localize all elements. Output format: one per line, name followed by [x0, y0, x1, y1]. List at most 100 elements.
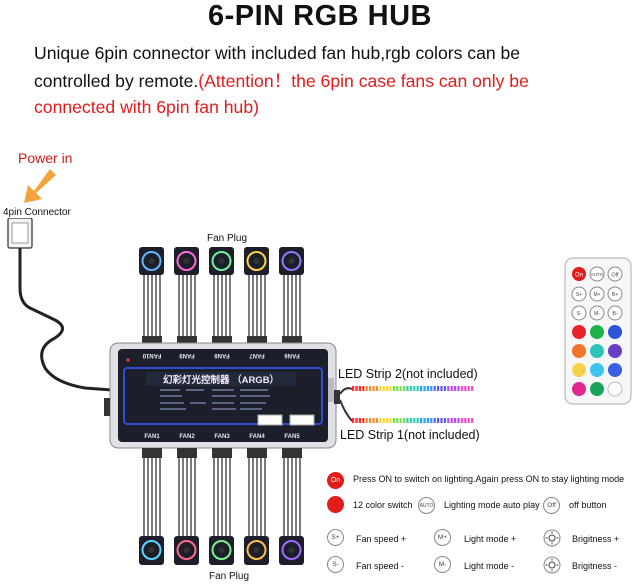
led-dot [447, 418, 450, 423]
remote-on-key: On [572, 267, 586, 281]
led-dot [389, 418, 392, 423]
hub-port-label: FAN5 [284, 434, 300, 440]
fan-icon [139, 536, 164, 565]
fan-icon [244, 247, 269, 275]
led-dot [386, 386, 389, 391]
led-dot [457, 386, 460, 391]
fan-icon [209, 247, 234, 275]
led-dot [413, 418, 416, 423]
led-dot [375, 418, 378, 423]
led-dot [389, 386, 392, 391]
led-dot [379, 418, 382, 423]
description-line-2-text: controlled by remote. [34, 71, 199, 91]
led-dot [362, 386, 365, 391]
led-dot [358, 386, 361, 391]
led-dot [362, 418, 365, 423]
fan-icon [244, 536, 269, 565]
color-switch-description: 12 color switch [353, 500, 413, 510]
led-dot [443, 386, 446, 391]
led-dot [430, 418, 433, 423]
fan-icon [279, 536, 304, 565]
led-dot [352, 386, 355, 391]
fan-icon [279, 247, 304, 275]
led-dot [457, 418, 460, 423]
svg-text:Off: Off [611, 273, 619, 279]
led-dot [358, 418, 361, 423]
led-dot [365, 418, 368, 423]
fan-speed-plus-description: Fan speed + [356, 534, 407, 544]
light-mode-plus-description: Light mode + [464, 534, 517, 544]
led-dot [386, 418, 389, 423]
fan-icon [174, 247, 199, 275]
led-strip-2 [339, 386, 474, 395]
led-dot [382, 386, 385, 391]
led-dot [396, 418, 399, 423]
led-dot [433, 386, 436, 391]
s-plus-icon: S+ [327, 529, 344, 546]
led-strip-1-label: LED Strip 1(not included) [340, 428, 480, 442]
auto-icon: AUTO [418, 497, 435, 514]
svg-text:B+: B+ [612, 292, 618, 298]
on-description: Press ON to switch on lighting.Again pre… [353, 474, 625, 484]
led-dot [426, 418, 429, 423]
hub-port-label: FAN10 [142, 352, 161, 358]
led-dot [467, 386, 470, 391]
remote-m-plus-key: M+ [589, 286, 605, 302]
led-dot [369, 418, 372, 423]
brightness-minus-description: Brigitness - [572, 561, 618, 571]
svg-text:AUTO: AUTO [591, 272, 604, 277]
led-dot [406, 418, 409, 423]
led-dot [365, 386, 368, 391]
s-minus-icon: S- [327, 556, 344, 573]
auto-description: Lighting mode auto play [444, 500, 540, 510]
led-dot [403, 386, 406, 391]
description-line-2: controlled by remote.(Attention！the 6pin… [34, 68, 634, 94]
led-dot [471, 418, 474, 423]
remote-off-key: Off [607, 266, 623, 282]
led-dot [392, 386, 395, 391]
led-dot [447, 386, 450, 391]
led-dot [437, 386, 440, 391]
light-mode-minus-description: Light mode - [464, 561, 515, 571]
remote-b-plus-key: B+ [607, 286, 623, 302]
led-dot [464, 418, 467, 423]
remote-b-minus-key: B- [607, 305, 623, 321]
led-dot [450, 418, 453, 423]
led-dot [413, 386, 416, 391]
led-dot [433, 418, 436, 423]
fan-plug-bottom-label: Fan Plug [209, 571, 250, 582]
arrow-icon [24, 169, 56, 203]
page-title: 6-PIN RGB HUB [207, 0, 432, 32]
remote-m-minus-key: M- [589, 305, 605, 321]
led-dot [423, 418, 426, 423]
led-dot [460, 418, 463, 423]
hub-body: 幻彩灯光控制器 （ARGB） [104, 342, 340, 449]
led-dot [460, 386, 463, 391]
fan-icon [139, 247, 164, 275]
led-dot [471, 386, 474, 391]
led-dot [355, 386, 358, 391]
led-dot [443, 418, 446, 423]
led-dot [409, 418, 412, 423]
led-dot [416, 418, 419, 423]
led-dot [372, 386, 375, 391]
led-dot [369, 386, 372, 391]
led-dot [450, 386, 453, 391]
led-dot [382, 418, 385, 423]
hub-port-label: FAN2 [179, 434, 195, 440]
power-in-label: Power in [18, 150, 73, 166]
led-dot [430, 386, 433, 391]
led-dot [355, 418, 358, 423]
bottom-fans [139, 448, 304, 565]
on-icon: On [327, 472, 344, 489]
brightness-minus-icon [543, 556, 561, 574]
led-dot [420, 418, 423, 423]
hub-port-label: FAN7 [249, 352, 265, 358]
attention-text: (Attention！the 6pin case fans can only b… [198, 71, 529, 91]
led-dot [375, 386, 378, 391]
svg-text:M-: M- [594, 311, 600, 317]
description-line-1: Unique 6pin connector with included fan … [34, 43, 521, 63]
led-dot [437, 418, 440, 423]
